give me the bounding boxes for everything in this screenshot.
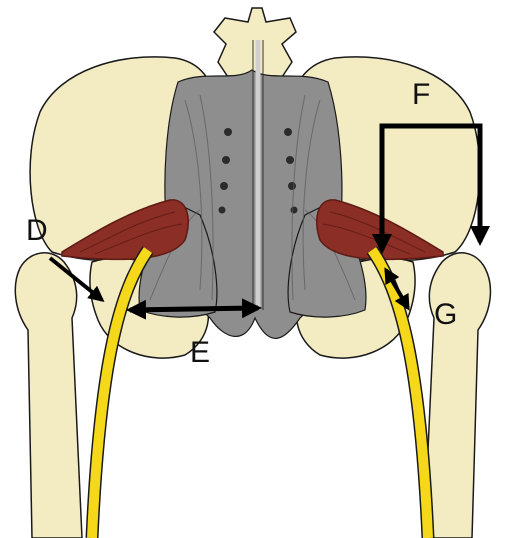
arrow-e: [130, 308, 258, 310]
label-g: G: [434, 298, 457, 331]
foramen: [284, 128, 292, 136]
left-femur: [15, 253, 82, 538]
foramen: [291, 207, 298, 214]
foramen: [222, 156, 230, 164]
lumbar-vertebra: [214, 8, 296, 80]
label-d: D: [26, 214, 48, 247]
foramen: [220, 182, 228, 190]
right-femur: [424, 253, 490, 538]
label-e: E: [190, 336, 210, 369]
foramen: [219, 207, 226, 214]
foramen: [224, 128, 232, 136]
foramen: [286, 156, 294, 164]
label-f: F: [412, 78, 430, 111]
foramen: [288, 182, 296, 190]
